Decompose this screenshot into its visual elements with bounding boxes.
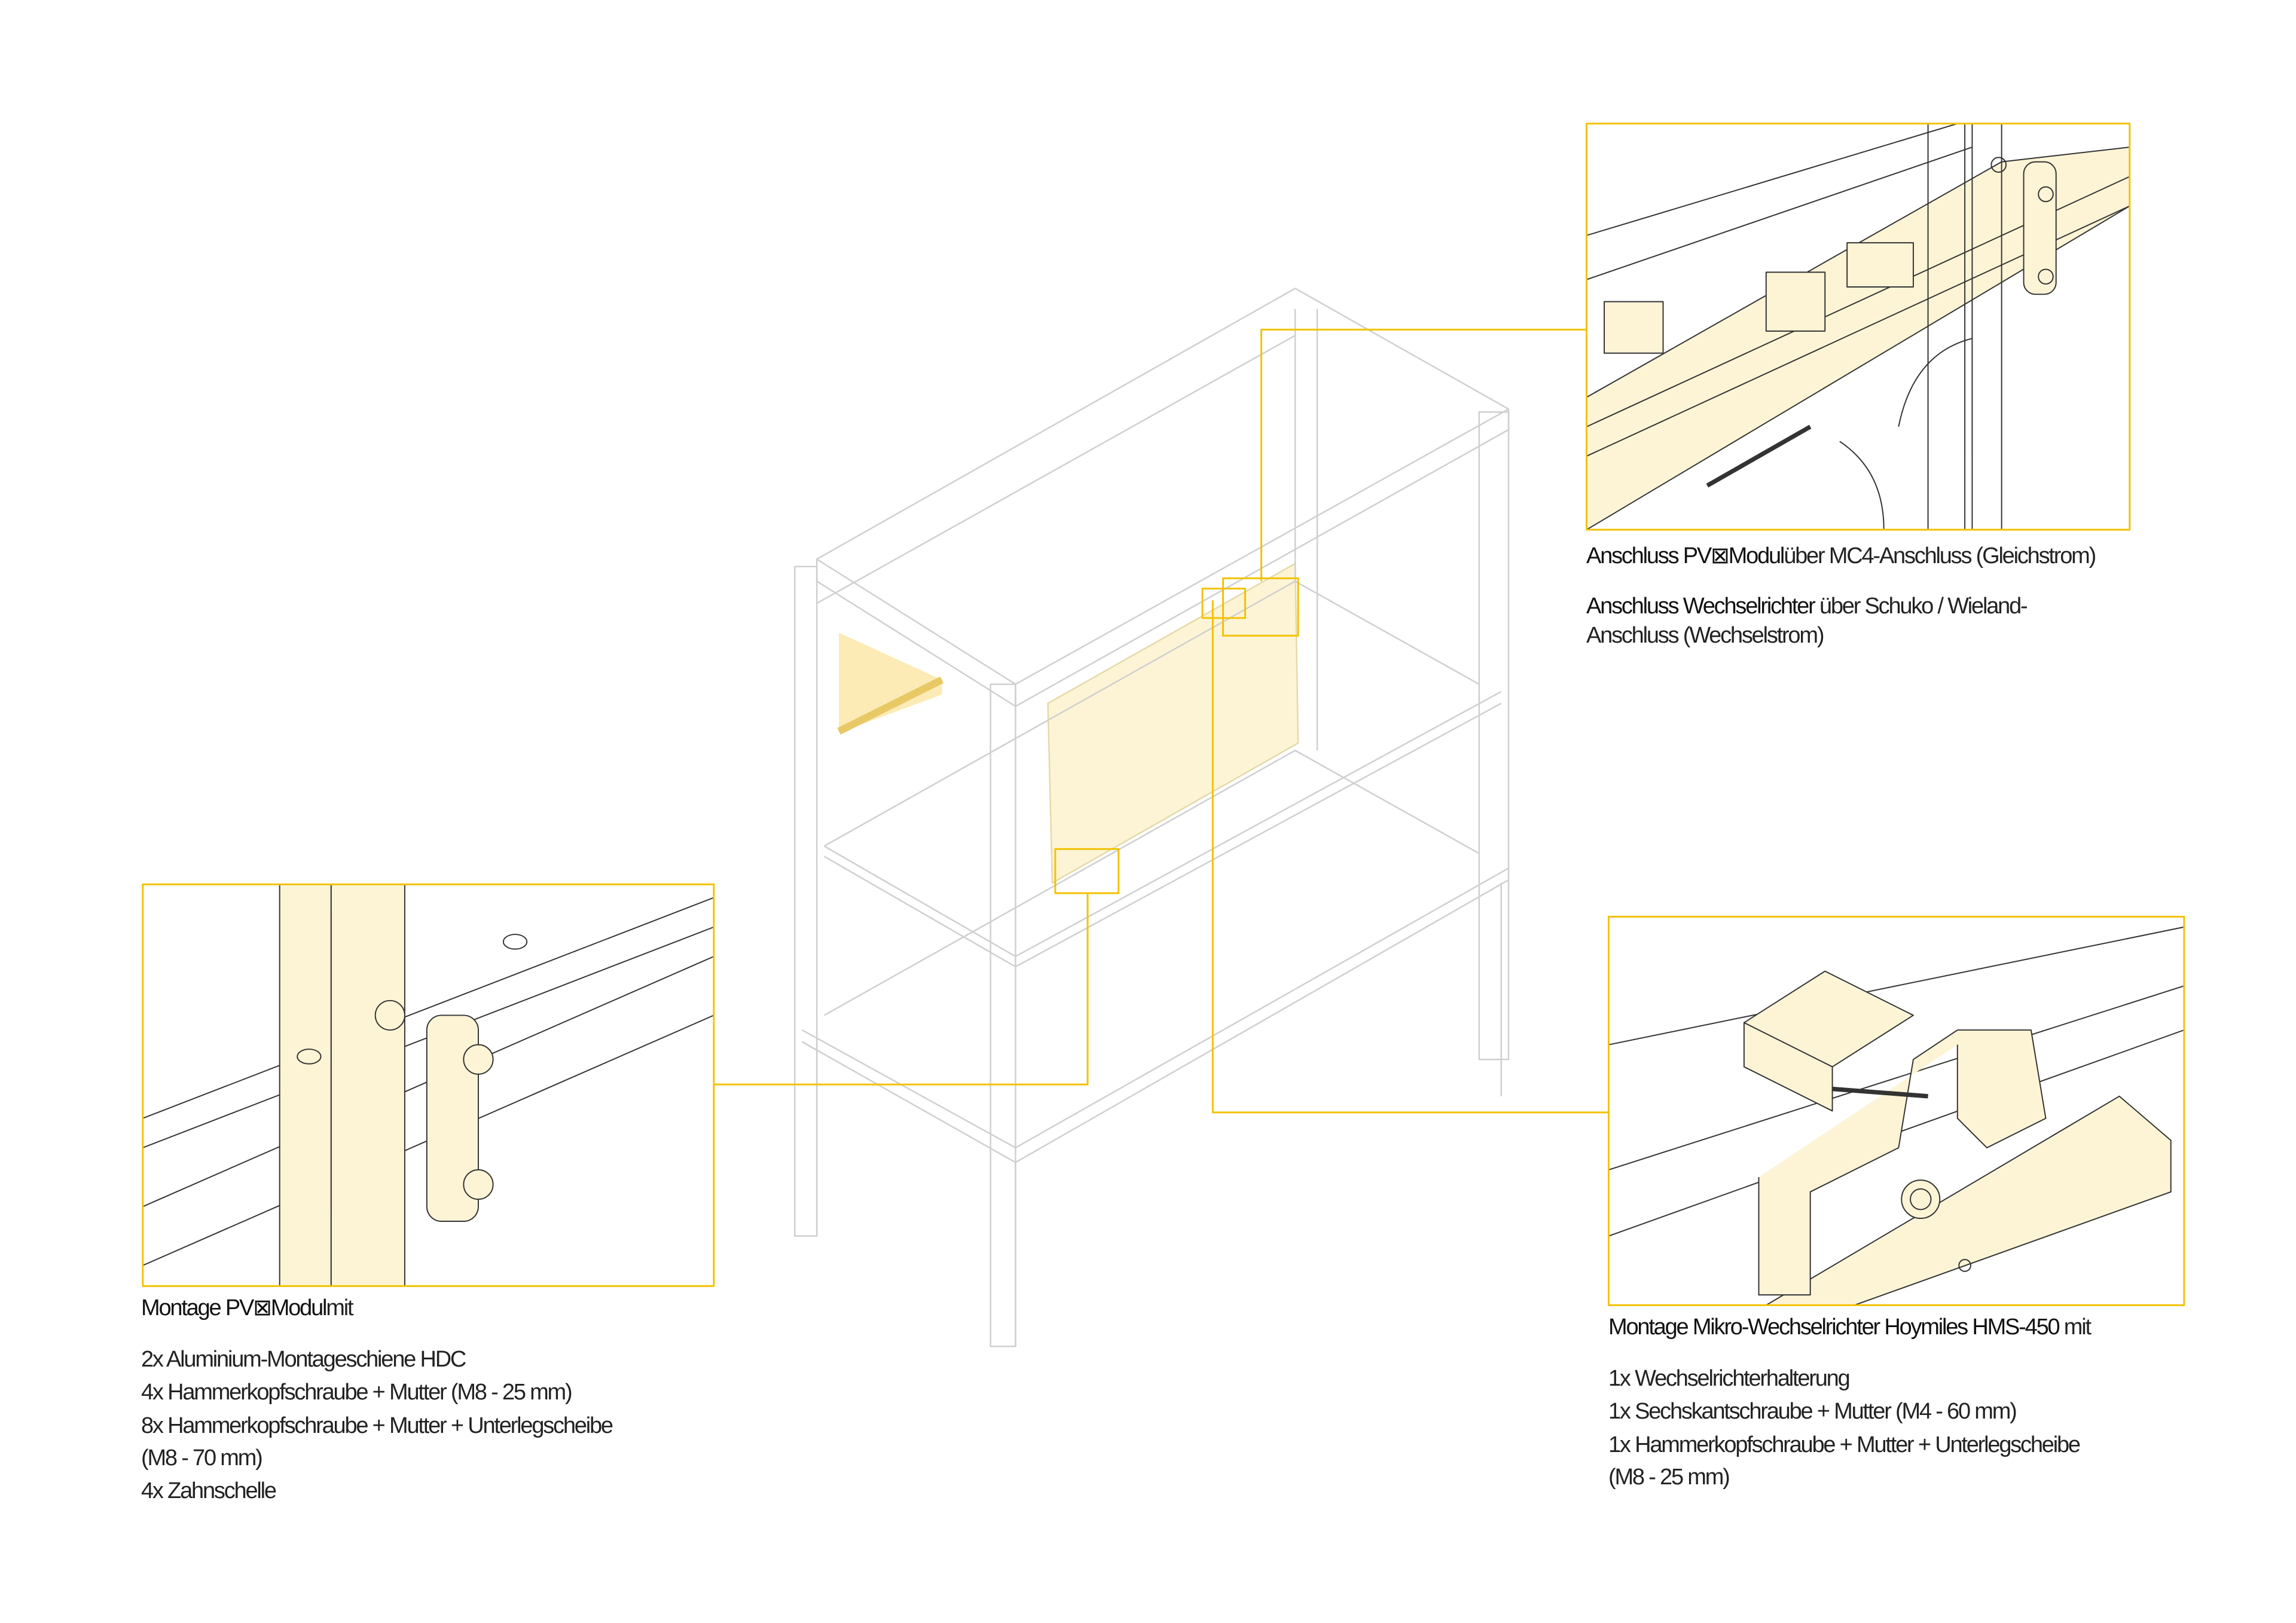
detail-frame-connection — [1586, 123, 2131, 531]
pv-mount-item: (M8 - 70 mm) — [141, 1445, 263, 1471]
pv-mount-title-rest: mit — [326, 1295, 353, 1321]
connection-pv-label: Anschluss PV⊠Modul — [1586, 543, 1785, 568]
pv-mount-title: Montage PV⊠Modulmit — [141, 1292, 354, 1325]
pv-mount-item: 8x Hammerkopfschraube + Mutter + Unterle… — [141, 1413, 613, 1438]
detail-frame-pv-mount — [142, 883, 715, 1287]
inverter-mount-title-rest: mit — [2059, 1315, 2092, 1340]
pv-mount-title-bold: Montage PV⊠Modul — [141, 1295, 327, 1321]
pv-mount-item: 4x Hammerkopfschraube + Mutter (M8 - 25 … — [141, 1380, 573, 1405]
pv-mount-item: 2x Aluminium-Montageschiene HDC — [141, 1347, 466, 1372]
detail-pv-mount — [142, 884, 714, 1286]
inverter-mount-item: 1x Hammerkopfschraube + Mutter + Unterle… — [1608, 1432, 2081, 1457]
connection-inverter-desc: über Schuko / Wieland- — [1814, 594, 2028, 619]
pv-mount-item: 4x Zahnschelle — [141, 1478, 277, 1503]
cabinet-isometric — [793, 288, 1510, 1347]
detail-inverter-mount — [1608, 926, 2184, 1306]
inverter-mount-title-bold: Montage Mikro-Wechselrichter Hoymiles HM… — [1608, 1315, 2060, 1340]
inverter-mount-item: (M8 - 25 mm) — [1608, 1465, 1730, 1490]
inverter-mount-item: 1x Wechselrichterhalterung — [1608, 1366, 1851, 1391]
inverter-mount-title: Montage Mikro-Wechselrichter Hoymiles HM… — [1608, 1311, 2092, 1344]
connection-pv-desc: über MC4-Anschluss (Gleichstrom) — [1784, 543, 2096, 568]
detail-connection — [1586, 123, 2130, 530]
connection-line-3: Anschluss (Wechselstrom) — [1586, 623, 1824, 648]
connection-line-1: Anschluss PV⊠Modulüber MC4-Anschluss (Gl… — [1586, 540, 2096, 573]
connection-inverter-label: Anschluss Wechselrichter — [1586, 594, 1816, 619]
connection-line-2: Anschluss Wechselrichter über Schuko / W… — [1586, 590, 2028, 623]
detail-frame-inverter-mount — [1607, 916, 2185, 1306]
inverter-mount-item: 1x Sechskantschraube + Mutter (M4 - 60 m… — [1608, 1399, 2017, 1424]
callout-leaders — [713, 328, 1609, 1114]
